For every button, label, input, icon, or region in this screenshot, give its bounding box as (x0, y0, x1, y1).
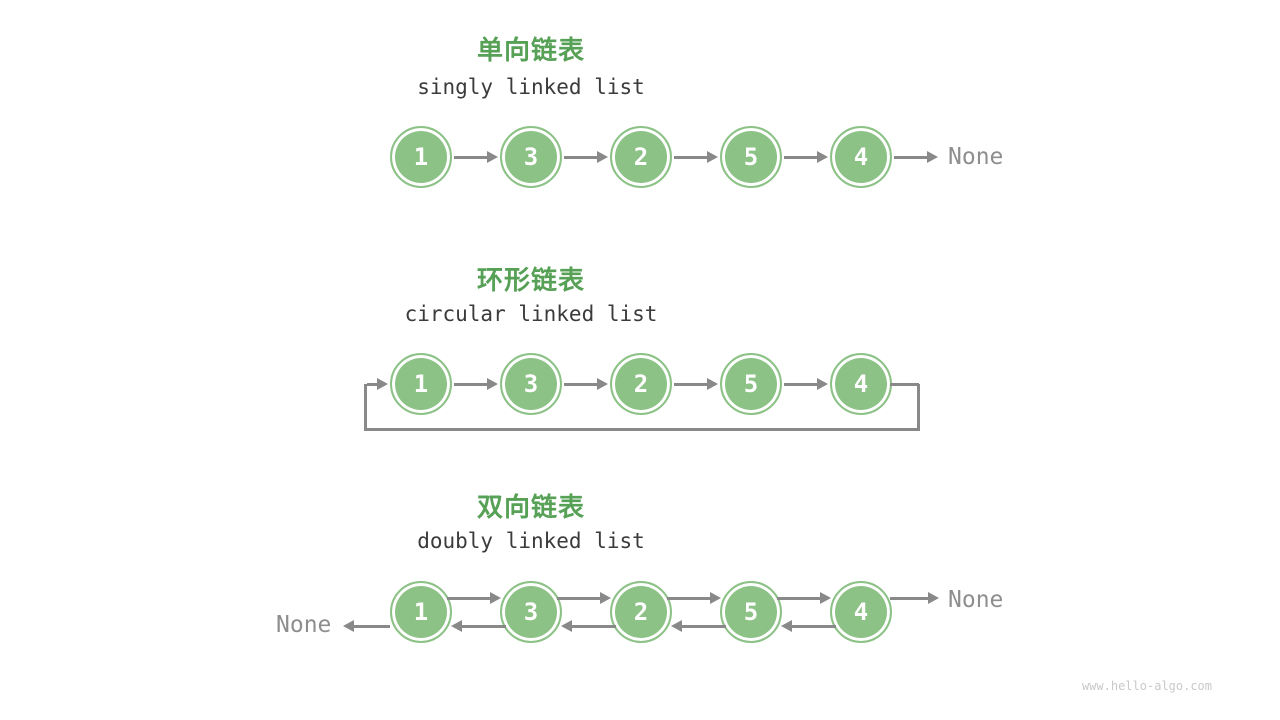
doubly-node: 5 (720, 581, 782, 643)
next-pointer-arrow (564, 377, 608, 390)
next-pointer-arrow (454, 150, 498, 163)
doubly-node: 2 (610, 581, 672, 643)
watermark: www.hello-algo.com (1081, 679, 1212, 693)
node-value: 3 (523, 143, 539, 171)
next-pointer-arrow (674, 377, 718, 390)
node-value: 3 (523, 598, 539, 626)
singly-title-zh: 单向链表 (476, 36, 585, 66)
circular-node: 1 (390, 353, 452, 415)
node-value: 4 (853, 370, 869, 398)
tail-pointer-arrow (890, 591, 939, 604)
singly-node: 1 (390, 126, 452, 188)
loop-back-path (364, 384, 920, 431)
node-value: 5 (743, 598, 759, 626)
prev-pointer-arrow (561, 619, 616, 632)
doubly-node: 1 (390, 581, 452, 643)
node-value: 2 (633, 598, 649, 626)
singly-node: 3 (500, 126, 562, 188)
singly-title-en: singly linked list (417, 75, 645, 99)
singly-node: 2 (610, 126, 672, 188)
prev-pointer-arrow (451, 619, 506, 632)
next-pointer-arrow (784, 150, 828, 163)
node-value: 3 (523, 370, 539, 398)
doubly-title-en: doubly linked list (417, 529, 645, 553)
node-value: 1 (413, 598, 429, 626)
next-pointer-arrow (784, 377, 828, 390)
head-pointer-arrow (343, 619, 390, 632)
node-value: 5 (743, 370, 759, 398)
node-value: 2 (633, 143, 649, 171)
next-pointer-arrow (454, 377, 498, 390)
node-value: 4 (853, 598, 869, 626)
tail-pointer-arrow (894, 150, 938, 163)
doubly-none-left-label: None (276, 612, 332, 638)
singly-none-label: None (948, 144, 1004, 170)
prev-pointer-arrow (781, 619, 836, 632)
circular-node: 2 (610, 353, 672, 415)
next-pointer-arrow (674, 150, 718, 163)
circular-node: 4 (830, 353, 892, 415)
circular-node: 5 (720, 353, 782, 415)
next-pointer-arrow (777, 591, 831, 604)
doubly-node: 4 (830, 581, 892, 643)
node-value: 1 (413, 370, 429, 398)
loop-entry-arrow (367, 377, 388, 390)
node-value: 4 (853, 143, 869, 171)
singly-node: 4 (830, 126, 892, 188)
node-value: 5 (743, 143, 759, 171)
prev-pointer-arrow (671, 619, 726, 632)
circular-node: 3 (500, 353, 562, 415)
node-value: 2 (633, 370, 649, 398)
next-pointer-arrow (667, 591, 721, 604)
doubly-none-right-label: None (948, 587, 1004, 613)
doubly-node: 3 (500, 581, 562, 643)
next-pointer-arrow (447, 591, 501, 604)
circular-title-en: circular linked list (404, 302, 658, 326)
doubly-title-zh: 双向链表 (476, 493, 585, 523)
node-value: 1 (413, 143, 429, 171)
next-pointer-arrow (564, 150, 608, 163)
next-pointer-arrow (557, 591, 611, 604)
singly-node: 5 (720, 126, 782, 188)
loop-exit-line (890, 382, 919, 386)
circular-title-zh: 环形链表 (476, 266, 585, 296)
